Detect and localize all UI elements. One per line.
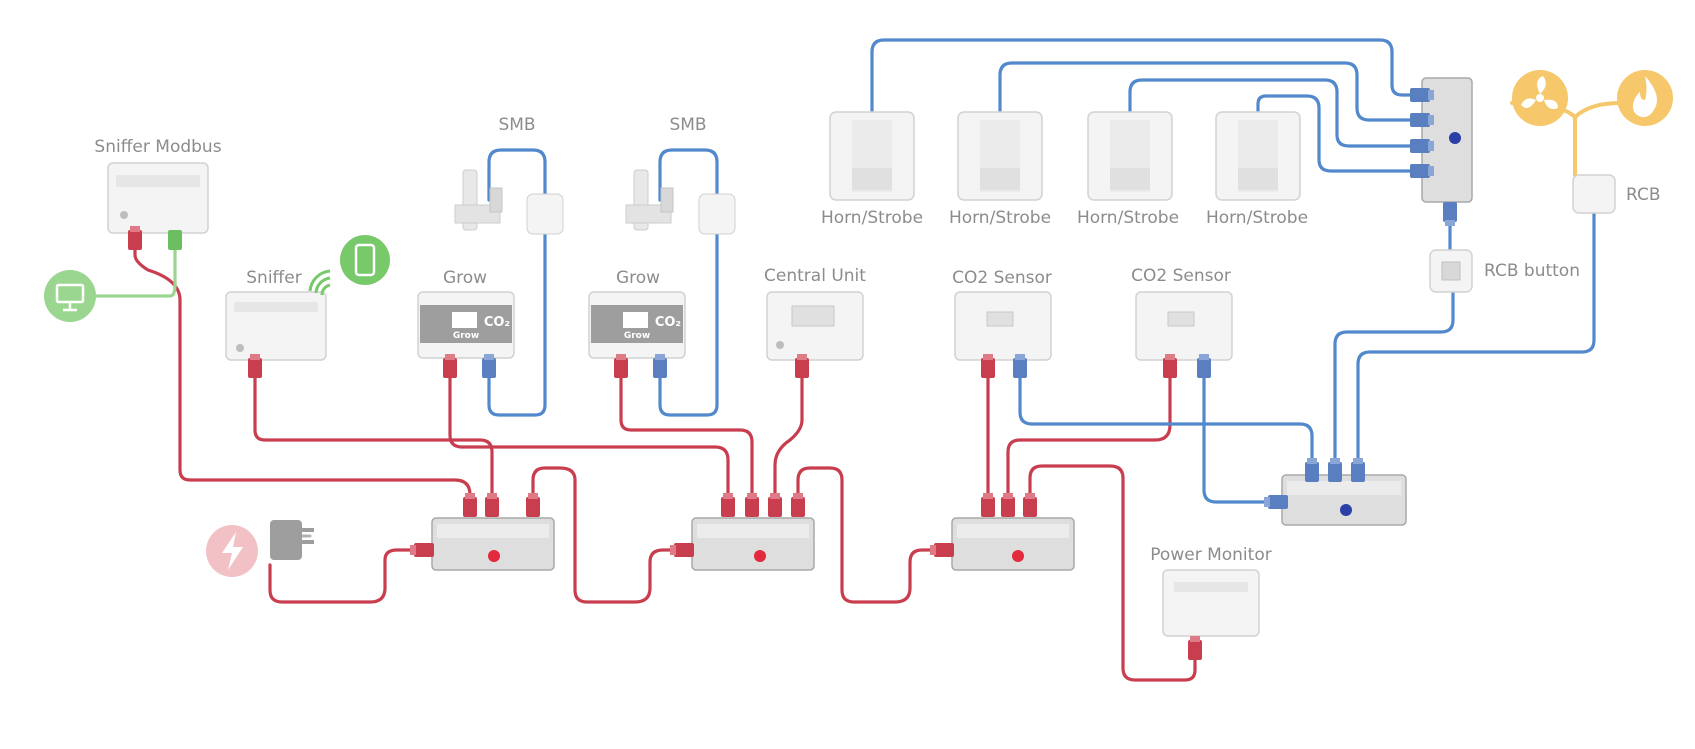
sniffer-modbus-label: Sniffer Modbus [94, 137, 221, 157]
grow-device-1: CO₂ Grow [417, 291, 515, 378]
central-unit-label: Central Unit [764, 266, 866, 286]
grow-face-name: Grow [624, 331, 650, 341]
hub-blue [1264, 458, 1407, 526]
sniffer-modbus-device [107, 162, 209, 250]
labels: Sniffer Modbus Sniffer Grow Grow SMB SMB… [94, 115, 1660, 565]
horn-strobe-label-1: Horn/Strobe [821, 208, 923, 228]
co2-sensor-device-1 [954, 291, 1052, 378]
rcb-device [1572, 174, 1616, 214]
flame-icon [1617, 70, 1673, 126]
co2-sensor-label-2: CO2 Sensor [1131, 266, 1231, 286]
horn-strobe-devices [829, 111, 1301, 201]
power-monitor-device [1162, 569, 1260, 660]
horn-strobe-label-3: Horn/Strobe [1077, 208, 1179, 228]
rcb-button-label: RCB button [1484, 261, 1580, 281]
co2-sensor-device-2 [1135, 291, 1233, 378]
horn-strobe-label-2: Horn/Strobe [949, 208, 1051, 228]
fan-icon [1512, 70, 1568, 126]
smb-label-1: SMB [498, 115, 535, 135]
computer-icon [44, 270, 96, 322]
smb-label-2: SMB [669, 115, 706, 135]
sniffer-label: Sniffer [246, 268, 301, 288]
central-unit-device [766, 291, 864, 378]
hub-3 [930, 493, 1075, 571]
rcb-controller [1410, 77, 1473, 226]
lightning-icon [206, 525, 258, 577]
sniffer-device [225, 291, 327, 378]
power-monitor-label: Power Monitor [1150, 545, 1271, 565]
rcb-label: RCB [1626, 185, 1661, 205]
red-power-wires [133, 238, 1197, 682]
smb-pipe-1 [454, 169, 564, 235]
grow-face-name: Grow [453, 331, 479, 341]
hub-1 [410, 493, 555, 571]
grow-label-2: Grow [616, 268, 660, 288]
grow-device-2: CO₂ Grow [588, 291, 686, 378]
grow-display-text: CO₂ [655, 315, 681, 330]
smb-pipe-2 [625, 169, 736, 235]
power-adapter-icon [270, 520, 314, 560]
horn-strobe-label-4: Horn/Strobe [1206, 208, 1308, 228]
hub-2 [670, 493, 815, 571]
grow-label-1: Grow [443, 268, 487, 288]
co2-sensor-label-1: CO2 Sensor [952, 268, 1052, 288]
grow-display-text: CO₂ [484, 315, 510, 330]
rcb-button-device [1429, 249, 1473, 293]
phone-wifi-icon [308, 235, 390, 296]
blue-signal-wires [487, 38, 1596, 504]
